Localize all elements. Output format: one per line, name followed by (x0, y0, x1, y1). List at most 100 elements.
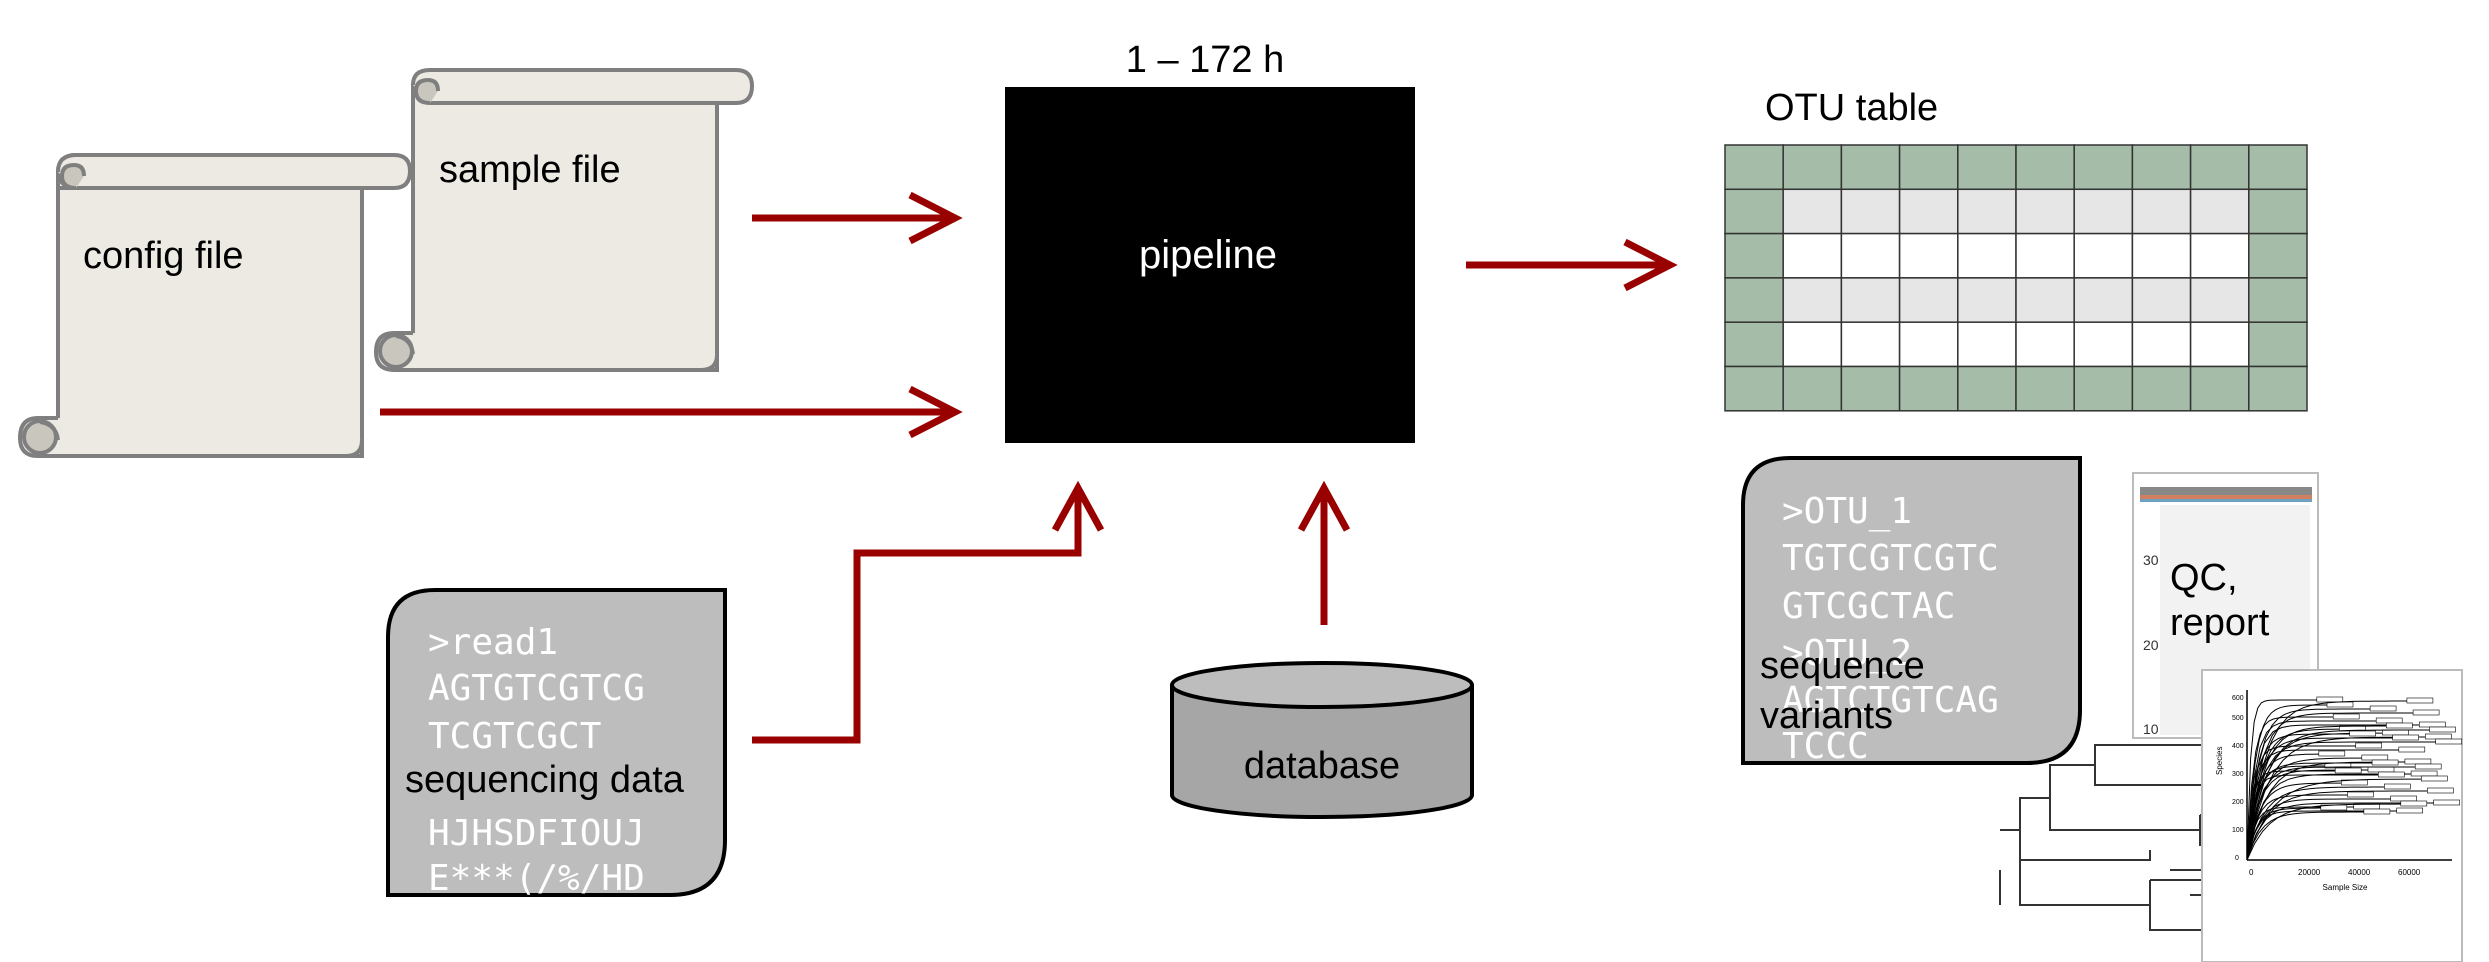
rarefaction-curve-tag (2421, 775, 2448, 782)
rarefaction-curve (2246, 782, 2344, 861)
otu-table-cell (1898, 321, 1959, 368)
rare-ytick-5: 500 (2232, 715, 2244, 722)
config-file-label: config file (83, 235, 244, 277)
database-cylinder: database (1170, 661, 1474, 819)
arrow-reads-to-pipeline (752, 480, 1105, 744)
rarefaction-curve-tag (2433, 799, 2460, 806)
rare-xtick-3: 60000 (2398, 868, 2421, 877)
sample-file-scroll: sample file (373, 68, 755, 372)
pipeline-time-label: 1 – 172 h (1126, 39, 1284, 81)
otu-line-3: GTCGCTAC (1782, 586, 1955, 627)
otu-table-cell (1840, 277, 1901, 323)
sequencing-data-label: sequencing data (405, 759, 685, 801)
arrow-database-to-pipeline (1297, 480, 1351, 625)
rarefaction-curve-tag (2378, 771, 2405, 778)
otu-table-cell (1957, 232, 2017, 279)
rare-ytick-3: 300 (2232, 771, 2244, 778)
rarefaction-curve-tag (2404, 758, 2432, 765)
otu-table-cell (2131, 365, 2192, 412)
otu-table-cell (2131, 277, 2192, 323)
rarefaction-curve (2246, 790, 2430, 861)
otu-table-cell (2073, 277, 2134, 323)
otu-table: OTU table (1724, 87, 2308, 412)
otu-table-cell (1782, 365, 1843, 412)
rarefaction-curve-tag (2347, 791, 2374, 798)
rarefaction-curve-tag (2334, 767, 2362, 774)
rarefaction-curve-tag (2435, 738, 2462, 745)
otu-table-cell (2073, 232, 2134, 279)
otu-table-cell (1724, 277, 1784, 323)
otu-line-1: >OTU_1 (1782, 491, 1912, 532)
otu-table-cell (2073, 188, 2134, 235)
rarefaction-curve-tag (2386, 722, 2413, 729)
read-line-4: HJHSDFIOUJ (428, 813, 645, 854)
otu-table-cell (2015, 144, 2075, 191)
rare-xtick-2: 40000 (2348, 868, 2371, 877)
rare-xtick-0: 0 (2249, 868, 2254, 877)
rarefaction-curve (2246, 725, 2389, 861)
otu-table-cell (2248, 232, 2308, 279)
otu-table-cell (2015, 277, 2075, 323)
sequence-variants-label-2: variants (1760, 695, 1893, 737)
rarefaction-curve (2246, 749, 2401, 861)
rarefaction-curve (2246, 699, 2319, 861)
rarefaction-curve (2246, 720, 2379, 861)
rarefaction-curve-tag (2392, 734, 2419, 741)
pipeline-label: pipeline (1139, 233, 1277, 277)
rarefaction-curve-tag (2396, 807, 2423, 814)
otu-table-cell (2189, 365, 2250, 412)
arrow-config-to-pipeline (380, 385, 963, 439)
otu-table-cell (1782, 277, 1843, 323)
otu-table-cell (2015, 188, 2075, 235)
rare-ytick-0: 0 (2235, 855, 2239, 862)
otu-table-cell (2015, 232, 2075, 279)
rarefaction-curve-tag (2410, 770, 2438, 777)
rare-ytick-6: 600 (2232, 695, 2244, 702)
qc-report-label-1: QC, (2170, 557, 2238, 599)
rarefaction-curve-tag (2406, 697, 2434, 704)
sequence-variants-card: >OTU_1 TGTCGTCGTC GTCGCTAC >OTU_2 AGTCTG… (1741, 456, 2082, 767)
rarefaction-curve-tag (2375, 717, 2403, 724)
rarefaction-curve (2246, 729, 2432, 861)
rare-xlabel: Sample Size (2323, 883, 2368, 892)
otu-table-cell (1898, 232, 1959, 279)
rarefaction-curve (2246, 708, 2373, 861)
qc-ytick-20: 20 (2143, 637, 2159, 653)
otu-table-cell (1724, 188, 1784, 235)
otu-table-cell (1840, 365, 1901, 412)
rarefaction-curve-tag (2400, 800, 2428, 807)
qc-report-label-2: report (2170, 602, 2270, 644)
rarefaction-curve-tag (2355, 742, 2382, 749)
otu-table-cell (2131, 232, 2192, 279)
otu-table-cell (2015, 321, 2075, 368)
otu-table-cell (2073, 321, 2134, 368)
otu-line-2: TGTCGTCGTC (1782, 538, 1999, 579)
otu-table-cell (1840, 188, 1901, 235)
otu-table-cell (1782, 144, 1843, 191)
otu-table-cell (1840, 232, 1901, 279)
otu-table-cell (1724, 144, 1784, 191)
rare-xtick-1: 20000 (2298, 868, 2321, 877)
otu-table-cell (2189, 232, 2250, 279)
otu-line-5: AGTCTGTCAG (1782, 680, 1999, 721)
otu-table-label: OTU table (1765, 87, 1938, 129)
otu-table-cell (1898, 144, 1959, 191)
arrow-sample-to-pipeline (752, 191, 963, 245)
otu-table-cell (2248, 188, 2308, 235)
rarefaction-curve-tag (2390, 795, 2417, 802)
otu-table-cell (1957, 144, 2017, 191)
rarefaction-curve-tag (2318, 750, 2346, 757)
rarefaction-plot: 0 20000 40000 60000 Sample Size Species … (2201, 669, 2463, 962)
otu-table-cell (1724, 232, 1784, 279)
otu-table-cell (2248, 365, 2308, 412)
rarefaction-curve-tag (2361, 754, 2389, 761)
arrow-pipeline-to-otu (1466, 238, 1678, 292)
rarefaction-curve-tag (2384, 783, 2411, 790)
otu-table-cell (1782, 321, 1843, 368)
otu-table-cell (1724, 321, 1784, 368)
otu-table-grid (1724, 144, 2308, 412)
rarefaction-curve (2246, 700, 2409, 861)
config-file-scroll: config file (17, 153, 413, 458)
otu-table-cell (2248, 144, 2308, 191)
otu-table-cell (1840, 144, 1901, 191)
